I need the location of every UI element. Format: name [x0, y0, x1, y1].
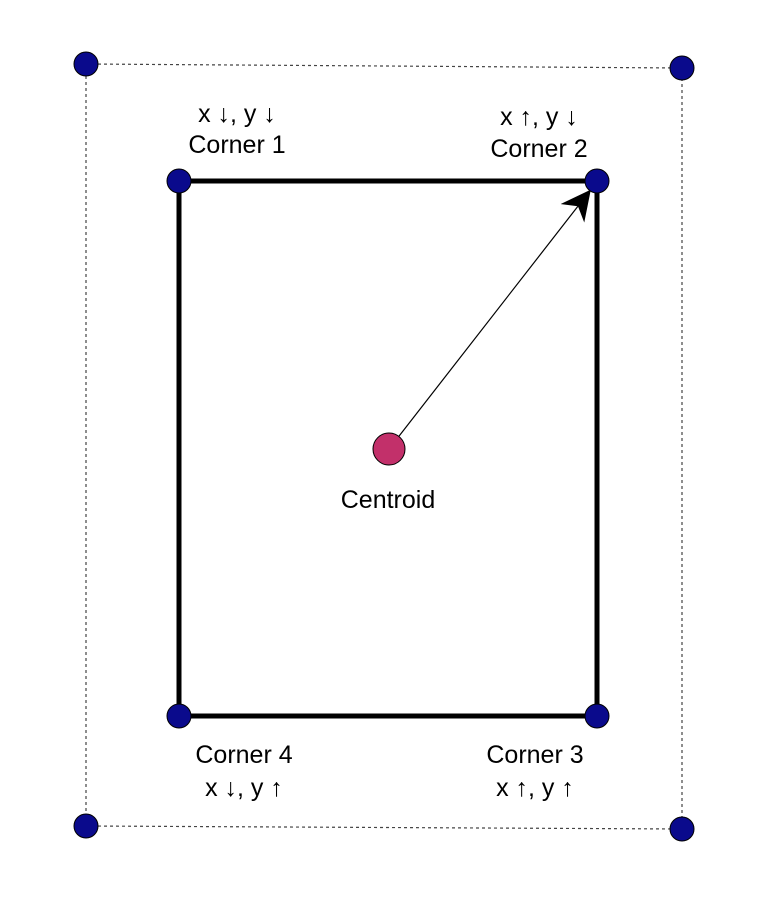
corner-3-direction-label: x ↑, y ↑: [496, 774, 574, 802]
corner-1-point[interactable]: [166, 168, 192, 194]
corner-3-name-label: Corner 3: [486, 741, 583, 769]
inner-rectangle: [176, 178, 600, 719]
centroid-to-corner-arrow: [388, 189, 591, 450]
corner-3-point[interactable]: [584, 703, 610, 729]
outer-corner-point-bottom-right[interactable]: [669, 816, 695, 842]
corner-4-direction-label: x ↓, y ↑: [205, 774, 283, 802]
corner-1-name-label: Corner 1: [188, 131, 285, 159]
corner-2-point[interactable]: [584, 168, 610, 194]
corner-1-direction-label: x ↓, y ↓: [198, 100, 276, 128]
corner-4-name-label: Corner 4: [195, 741, 292, 769]
outer-corner-point-top-right[interactable]: [669, 55, 695, 81]
centroid-label: Centroid: [341, 486, 436, 514]
corner-2-name-label: Corner 2: [490, 135, 587, 163]
centroid-point[interactable]: [372, 432, 406, 466]
corner-4-point[interactable]: [166, 703, 192, 729]
corner-2-direction-label: x ↑, y ↓: [500, 103, 578, 131]
outer-corner-point-bottom-left[interactable]: [73, 813, 99, 839]
outer-corner-point-top-left[interactable]: [73, 51, 99, 77]
